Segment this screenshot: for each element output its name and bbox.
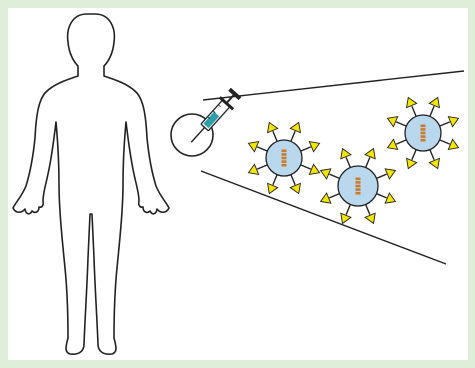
spike-stalk — [329, 174, 339, 178]
spike-stalk — [396, 140, 406, 144]
genome-segment — [421, 139, 426, 142]
spike-stalk — [301, 147, 311, 151]
spike-head — [321, 169, 331, 179]
genome-segment — [356, 185, 361, 188]
genome-segment — [356, 181, 361, 184]
spike-stalk — [329, 194, 339, 198]
spike-stalk — [366, 204, 370, 214]
spike-stalk — [346, 157, 350, 167]
spike-head — [341, 213, 351, 223]
spike-head — [268, 122, 278, 132]
spike-stalk — [273, 175, 277, 185]
spike-head — [309, 164, 319, 174]
spike-head — [407, 97, 417, 107]
spike-head — [385, 193, 395, 203]
spike-stalk — [257, 165, 267, 169]
spike-stalk — [376, 174, 386, 178]
spike-stalk — [291, 131, 295, 141]
spike-stalk — [376, 194, 386, 198]
injection-diagram — [8, 8, 468, 360]
genome-segment — [356, 188, 361, 191]
spike-head — [321, 193, 331, 203]
spike-stalk — [440, 122, 450, 126]
spike-head — [385, 169, 395, 179]
spike-stalk — [273, 131, 277, 141]
genome-segment — [356, 178, 361, 181]
genome-segment — [282, 153, 287, 156]
spike-stalk — [412, 106, 416, 116]
spike-head — [448, 139, 458, 149]
spike-head — [268, 183, 278, 193]
spike-stalk — [440, 140, 450, 144]
spike-stalk — [430, 150, 434, 160]
genome-segment — [421, 128, 426, 131]
genome-segment — [282, 150, 287, 153]
spike-stalk — [396, 122, 406, 126]
spike-head — [448, 117, 458, 127]
genome-segment — [421, 125, 426, 128]
virus-particle-icon — [248, 122, 319, 193]
zoom-cone — [201, 71, 464, 264]
spike-head — [248, 164, 258, 174]
spike-head — [407, 158, 417, 168]
diagram-canvas — [8, 8, 468, 360]
spike-stalk — [346, 204, 350, 214]
spike-head — [429, 158, 439, 168]
spike-head — [429, 97, 439, 107]
spike-head — [341, 149, 351, 159]
spike-head — [365, 149, 375, 159]
spike-head — [387, 117, 397, 127]
spike-stalk — [412, 150, 416, 160]
spike-head — [248, 142, 258, 152]
genome-segment — [282, 157, 287, 160]
spike-stalk — [291, 175, 295, 185]
spike-head — [365, 213, 375, 223]
genome-segment — [421, 132, 426, 135]
spike-stalk — [257, 147, 267, 151]
spike-stalk — [430, 106, 434, 116]
genome-segment — [356, 192, 361, 195]
genome-segment — [282, 164, 287, 167]
virus-particle-icon — [387, 97, 458, 168]
virion-group — [248, 97, 458, 223]
human-silhouette-icon — [13, 14, 169, 354]
spike-head — [387, 139, 397, 149]
spike-stalk — [301, 165, 311, 169]
spike-stalk — [366, 157, 370, 167]
spike-head — [290, 183, 300, 193]
spike-head — [309, 142, 319, 152]
virus-particle-icon — [321, 149, 396, 224]
genome-segment — [282, 160, 287, 163]
spike-head — [290, 122, 300, 132]
genome-segment — [421, 135, 426, 138]
